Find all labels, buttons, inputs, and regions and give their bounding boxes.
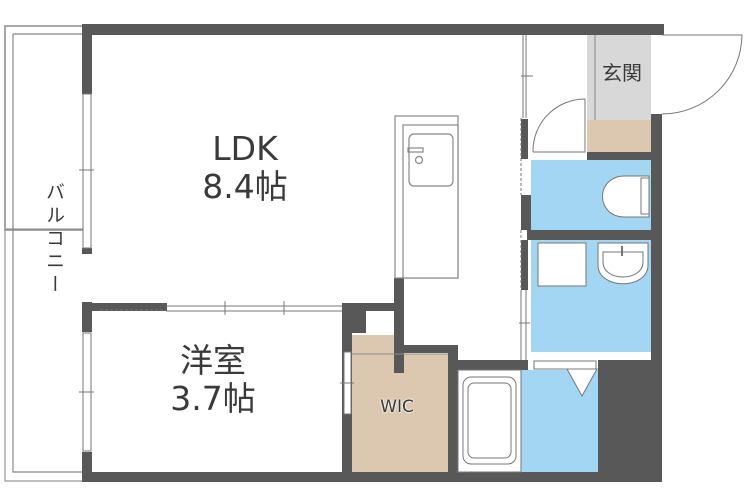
ldk-label: LDK 8.4帖 bbox=[170, 130, 320, 206]
door-swings bbox=[532, 34, 743, 153]
bathtub bbox=[457, 369, 522, 473]
western-room-name: 洋室 bbox=[180, 341, 246, 380]
bath-door bbox=[533, 360, 598, 398]
ldk-name: LDK bbox=[212, 129, 278, 168]
shoe-box bbox=[587, 120, 651, 152]
entrance-floor bbox=[587, 34, 651, 120]
western-room-label: 洋室 3.7帖 bbox=[148, 342, 278, 418]
entrance-label: 玄関 bbox=[602, 61, 642, 85]
western-room-size: 3.7帖 bbox=[170, 378, 256, 418]
wic-floor bbox=[352, 354, 448, 472]
washbasin bbox=[537, 242, 649, 287]
balcony-label: バルコニー bbox=[43, 182, 65, 297]
ldk-size: 8.4帖 bbox=[202, 166, 288, 206]
wic-label: WIC bbox=[380, 397, 414, 417]
toilet bbox=[602, 175, 650, 218]
wic-shelf bbox=[352, 335, 394, 355]
corridor-doors bbox=[519, 35, 533, 360]
balcony bbox=[4, 25, 86, 482]
sliding-door bbox=[100, 301, 342, 315]
kitchen-counter bbox=[394, 115, 459, 279]
